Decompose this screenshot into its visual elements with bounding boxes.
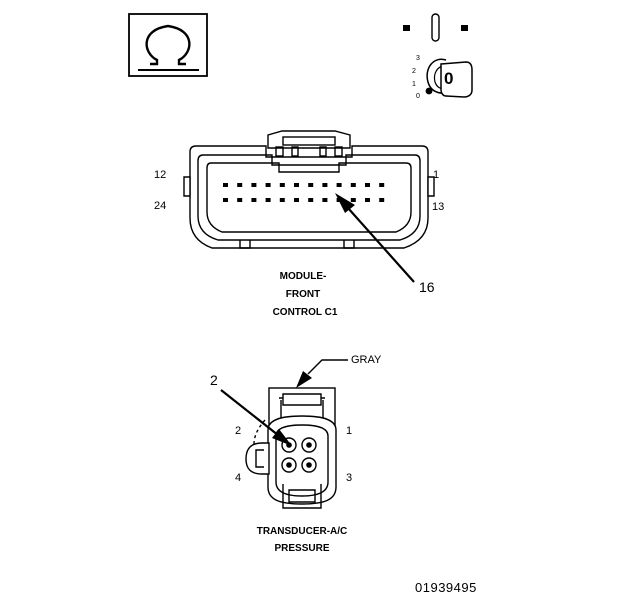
ignition-position-3: 3 [416,55,420,62]
module-connector-name-line3: CONTROL C1 [272,307,338,318]
module-connector-name-line2: FRONT [285,289,321,300]
module-pin-cavity [237,198,243,202]
module-pin-cavity [237,183,243,187]
transducer-pin-label-1: 1 [346,425,353,437]
module-pin-label-13: 13 [432,201,445,213]
transducer-cavities [281,437,317,473]
transducer-connector-name-line1: TRANSDUCER-A/C [256,526,348,537]
ignition-position-1: 1 [412,81,416,88]
module-pin-cavity [308,183,314,187]
module-pin-cavity [223,183,228,187]
ignition-key-icon [403,13,473,98]
module-pin-cavity [294,198,299,202]
callout-2-arrow [220,389,292,446]
module-pin-cavity [279,183,285,187]
module-pin-cavity [336,183,342,187]
ignition-position-2: 2 [412,68,416,75]
module-pin-cavity [365,183,370,187]
module-pin-cavity [223,198,228,202]
module-pin-cavity [350,198,356,202]
gray-color-leader [296,359,348,388]
module-pin-cavity [322,183,328,187]
transducer-color-label: GRAY [351,354,382,366]
figure-number: 01939495 [415,580,477,595]
module-pin-cavity [379,198,385,202]
module-pin-cavity [251,183,257,187]
module-pin-array [223,183,385,202]
module-pin-cavity [279,198,285,202]
ignition-position-0: 0 [416,93,420,100]
transducer-pin-label-4: 4 [235,472,242,484]
transducer-callout-2: 2 [210,372,218,388]
module-pin-cavity [350,183,356,187]
module-pin-cavity [265,198,271,202]
module-pin-label-12: 12 [154,169,167,181]
module-pin-label-24: 24 [154,200,167,212]
module-pin-cavity [251,198,257,202]
module-callout-16: 16 [419,279,435,295]
module-pin-cavity [308,198,314,202]
module-pin-cavity [365,198,370,202]
module-connector-name-line1: MODULE- [279,271,327,282]
callout-16-arrow [335,193,415,283]
transducer-pin-label-2: 2 [235,425,242,437]
module-pin-cavity [294,183,299,187]
transducer-connector-body [245,387,337,509]
module-pin-cavity [265,183,271,187]
module-connector-body [183,130,435,249]
module-pin-label-1: 1 [433,169,440,181]
ohm-meter-icon [128,13,208,77]
ignition-key-label: 0 [444,69,454,88]
transducer-pin-label-3: 3 [346,472,353,484]
transducer-connector-name-line2: PRESSURE [274,543,330,554]
module-pin-cavity [322,198,328,202]
module-pin-cavity [379,183,385,187]
